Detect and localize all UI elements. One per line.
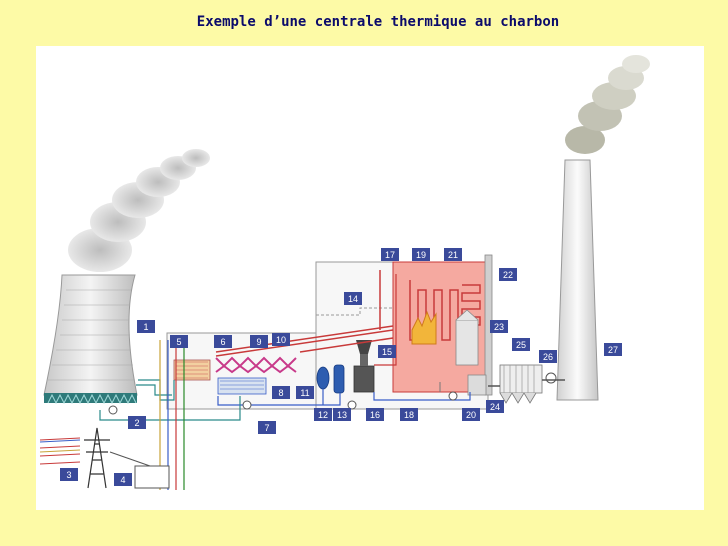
chimney-smoke <box>565 55 650 154</box>
label-1: 1 <box>137 320 155 333</box>
label-14: 14 <box>344 292 362 305</box>
label-2: 2 <box>128 416 146 429</box>
label-24: 24 <box>486 400 504 413</box>
label-5: 5 <box>170 335 188 348</box>
svg-text:22: 22 <box>503 270 513 280</box>
svg-text:9: 9 <box>256 337 261 347</box>
pumps <box>108 391 458 415</box>
label-10: 10 <box>272 333 290 346</box>
svg-text:14: 14 <box>348 294 358 304</box>
label-22: 22 <box>499 268 517 281</box>
label-23: 23 <box>490 320 508 333</box>
svg-text:17: 17 <box>385 250 395 260</box>
svg-text:20: 20 <box>466 410 476 420</box>
svg-text:2: 2 <box>134 418 139 428</box>
label-26: 26 <box>539 350 557 363</box>
label-15: 15 <box>378 345 396 358</box>
svg-text:18: 18 <box>404 410 414 420</box>
feedwater-equipment <box>316 340 375 394</box>
label-17: 17 <box>381 248 399 261</box>
svg-text:11: 11 <box>300 388 309 398</box>
label-19: 19 <box>412 248 430 261</box>
svg-text:16: 16 <box>370 410 380 420</box>
svg-text:8: 8 <box>278 388 283 398</box>
label-20: 20 <box>462 408 480 421</box>
label-6: 6 <box>214 335 232 348</box>
cooling-tower-steam <box>68 149 210 272</box>
svg-text:4: 4 <box>120 475 125 485</box>
svg-text:26: 26 <box>543 352 553 362</box>
number-labels: 1 2 3 4 5 6 7 8 9 10 11 12 13 14 15 16 1… <box>60 248 622 486</box>
flue-duct <box>455 254 493 396</box>
svg-text:27: 27 <box>608 345 618 355</box>
svg-text:21: 21 <box>448 250 458 260</box>
turbine-set <box>173 356 297 395</box>
pipes <box>99 270 471 490</box>
svg-text:10: 10 <box>276 335 286 345</box>
svg-text:15: 15 <box>382 347 392 357</box>
label-9: 9 <box>250 335 268 348</box>
precipitator <box>488 364 565 404</box>
transmission-pylon <box>39 427 170 489</box>
label-11: 11 <box>296 386 314 399</box>
page-title: Exemple d’une centrale thermique au char… <box>196 14 560 30</box>
label-18: 18 <box>400 408 418 421</box>
svg-text:1: 1 <box>143 322 148 332</box>
label-7: 7 <box>258 421 276 434</box>
svg-text:5: 5 <box>176 337 181 347</box>
label-27: 27 <box>604 343 622 356</box>
label-25: 25 <box>512 338 530 351</box>
svg-text:12: 12 <box>318 410 328 420</box>
label-12: 12 <box>314 408 332 421</box>
svg-text:19: 19 <box>416 250 426 260</box>
label-3: 3 <box>60 468 78 481</box>
label-21: 21 <box>444 248 462 261</box>
svg-text:13: 13 <box>337 410 347 420</box>
svg-text:25: 25 <box>516 340 526 350</box>
label-4: 4 <box>114 473 132 486</box>
label-13: 13 <box>333 408 351 421</box>
svg-text:7: 7 <box>264 423 269 433</box>
label-8: 8 <box>272 386 290 399</box>
svg-text:6: 6 <box>220 337 225 347</box>
cooling-tower <box>43 274 138 405</box>
svg-text:23: 23 <box>494 322 504 332</box>
svg-text:3: 3 <box>66 470 71 480</box>
label-16: 16 <box>366 408 384 421</box>
chimney <box>556 159 599 401</box>
svg-text:24: 24 <box>490 402 500 412</box>
